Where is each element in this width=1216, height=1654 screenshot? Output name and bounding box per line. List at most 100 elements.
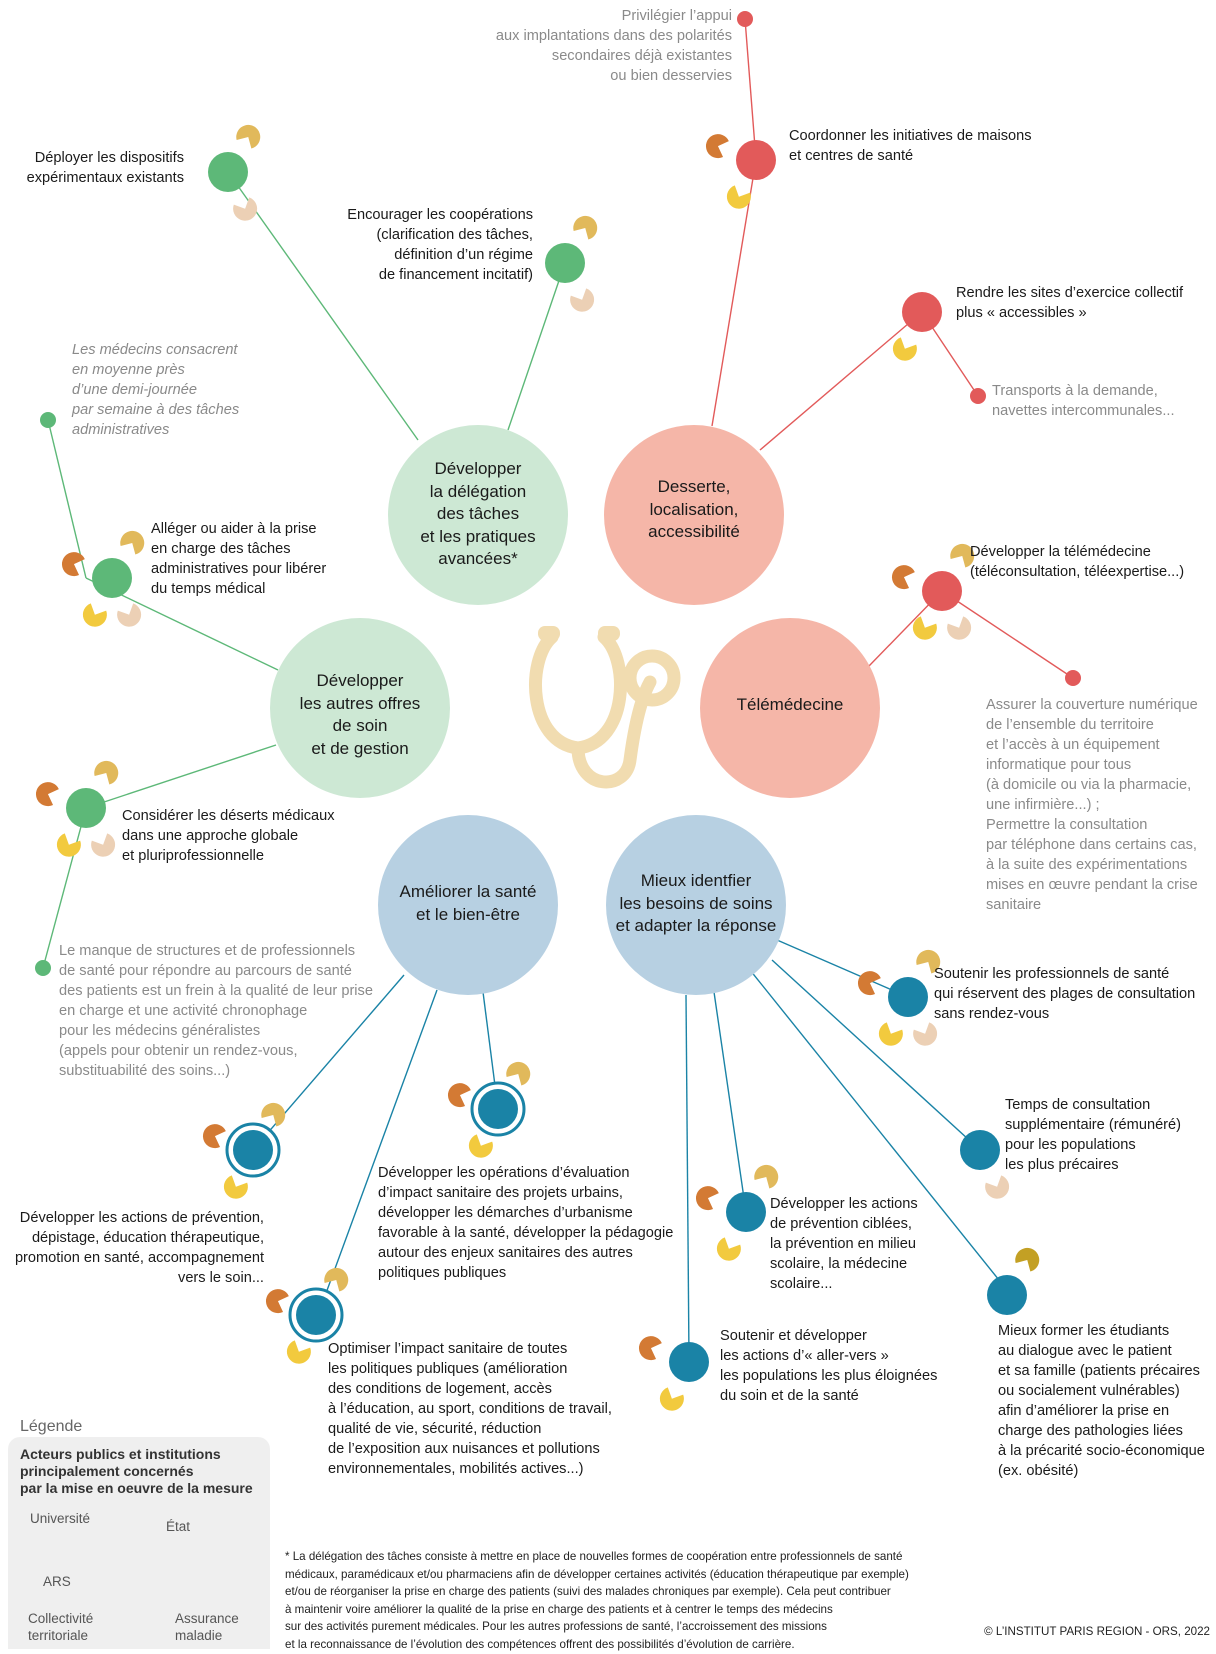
theme-delegation: Développer la délégation des tâches et l… (420, 459, 536, 568)
node-dispositifs (208, 124, 261, 221)
connector-line-11 (941, 590, 1074, 679)
petal-assurance (117, 603, 142, 627)
connector-line-8 (85, 744, 277, 809)
node-dot (726, 1192, 766, 1232)
legend-label-assurance: Assurance maladie (175, 1611, 239, 1643)
measure-former: Mieux former les étudiants au dialogue a… (998, 1323, 1205, 1479)
connector-line-2 (711, 159, 757, 427)
connector-line-16 (713, 991, 747, 1213)
node-sans-rdv (858, 949, 941, 1046)
stethoscope-icon (529, 626, 681, 789)
node-deserts (36, 760, 119, 857)
petal-ars (892, 565, 915, 590)
node-prevention-actions (203, 1102, 286, 1199)
petal-collectivite (286, 1340, 311, 1364)
node-dot (296, 1295, 336, 1335)
legend-label-collectivite: Collectivité territoriale (28, 1611, 94, 1643)
petal-assurance (947, 616, 972, 640)
petal-collectivite (912, 616, 937, 640)
petal-univ (1015, 1247, 1040, 1272)
measure-sans-rdv: Soutenir les professionnels de santé qui… (934, 966, 1196, 1022)
connector-line-14 (317, 989, 438, 1316)
legend-title: Légende (20, 1418, 83, 1435)
connector-line-15 (685, 994, 690, 1360)
theme-circle-telemedecine (700, 618, 880, 798)
petal-etat (506, 1061, 531, 1086)
node-dot (669, 1342, 709, 1382)
petal-collectivite (223, 1175, 248, 1199)
measure-prevention-actions: Développer les actions de prévention, dé… (14, 1210, 264, 1286)
theme-circle-besoins (606, 815, 786, 995)
connector-line-4 (759, 311, 923, 451)
end-dot-medecins-admin (40, 412, 56, 428)
petal-collectivite (878, 1022, 903, 1046)
measure-telemedecine: Développer la télémédecine (téléconsulta… (970, 544, 1185, 580)
note-transports: Transports à la demande, navettes interc… (992, 383, 1175, 419)
petal-collectivite (56, 833, 81, 857)
connector-line-17 (749, 969, 1008, 1291)
petal-collectivite (892, 337, 917, 361)
node-dot (208, 152, 248, 192)
petal-ars (203, 1124, 226, 1149)
petal-ars (858, 971, 881, 996)
theme-besoins: Mieux identfier les besoins de soins et … (615, 871, 777, 935)
stethoscope-tubes (529, 630, 627, 755)
measure-deserts: Considérer les déserts médicaux dans une… (122, 808, 335, 864)
end-dot-polarites (737, 11, 753, 27)
node-dot (987, 1275, 1027, 1315)
node-temps-consultation (960, 1130, 1010, 1199)
theme-circle-autres_offres (270, 618, 450, 798)
theme-autres-offres: Développer les autres offres de soin et … (299, 671, 421, 758)
node-former (987, 1247, 1040, 1315)
petal-ars (639, 1336, 662, 1361)
petal-etat (261, 1102, 286, 1127)
petal-ars (696, 1186, 719, 1211)
petal-collectivite (82, 603, 107, 627)
node-dot (888, 977, 928, 1017)
node-dot (545, 243, 585, 283)
stethoscope-chestpiece (623, 649, 681, 707)
note-couverture: Assurer la couverture numérique de l’ens… (986, 697, 1198, 913)
node-dot (736, 140, 776, 180)
measure-alleger: Alléger ou aider à la prise en charge de… (151, 521, 327, 597)
node-prevention-ciblee (696, 1164, 779, 1261)
node-dot (92, 558, 132, 598)
petal-etat (950, 543, 975, 568)
connector-line-1 (507, 262, 566, 431)
node-aller-vers (639, 1336, 709, 1411)
note-polarites: Privilégier l’appui aux implantations da… (495, 8, 732, 84)
node-coordonner (706, 134, 776, 209)
petal-collectivite (659, 1387, 684, 1411)
measure-nodes (35, 11, 1081, 1411)
legend-label-ars: ARS (43, 1574, 71, 1589)
petal-collectivite (726, 185, 751, 209)
connector-line-0 (227, 171, 419, 441)
petal-ars (266, 1289, 289, 1314)
measure-optimiser: Optimiser l’impact sanitaire de toutes l… (328, 1341, 612, 1477)
connector-line-7 (47, 419, 87, 579)
petal-etat (120, 530, 145, 555)
node-optimiser (266, 1267, 349, 1364)
petal-ars (706, 134, 729, 159)
legend-label-universite: Université (30, 1511, 91, 1526)
end-dot-couverture (1065, 670, 1081, 686)
petal-collectivite (468, 1134, 493, 1158)
petal-assurance (570, 288, 595, 312)
petal-ars (62, 552, 85, 577)
node-dot (66, 788, 106, 828)
note-manque: Le manque de structures et de profession… (59, 943, 373, 1079)
petal-collectivite (716, 1237, 741, 1261)
theme-circles (270, 425, 880, 995)
legend-panel (8, 1437, 270, 1649)
theme-circle-desserte (604, 425, 784, 605)
node-dot (960, 1130, 1000, 1170)
measure-evaluation: Développer les opérations d’évaluation d… (378, 1165, 674, 1281)
node-telemedecine (892, 543, 975, 640)
connector-line-9 (42, 807, 87, 969)
legend-subtitle: Acteurs publics et institutions principa… (20, 1446, 253, 1496)
stethoscope-earpiece-left (538, 626, 560, 641)
measure-dispositifs: Déployer les dispositifs expérimentaux e… (26, 150, 184, 186)
connector-line-3 (744, 18, 757, 161)
connector-line-18 (771, 959, 981, 1151)
node-sites (892, 292, 942, 361)
